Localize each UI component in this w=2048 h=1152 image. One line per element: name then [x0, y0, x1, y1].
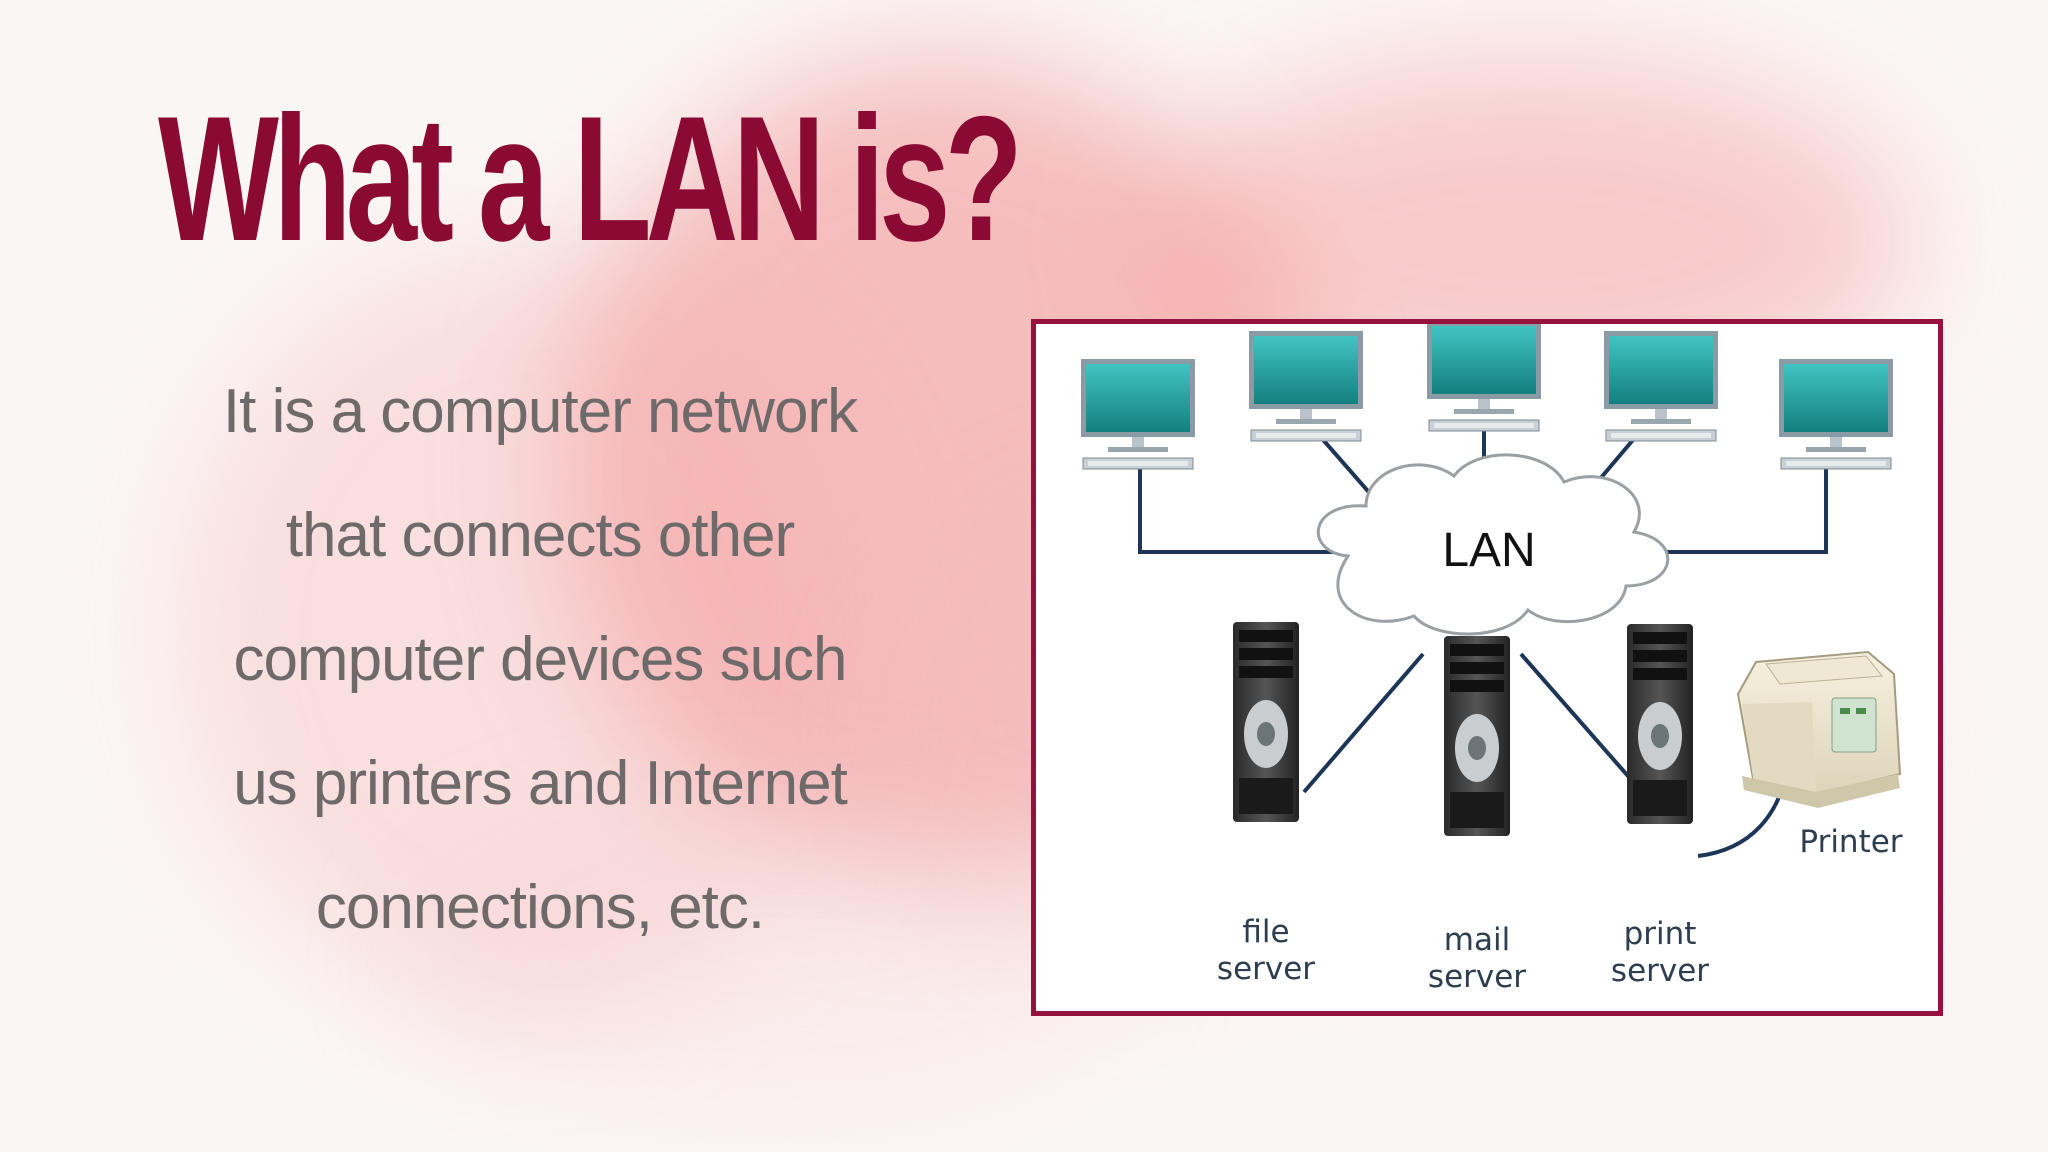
lan-cloud-icon	[1316, 453, 1670, 636]
workstation-icon	[1778, 358, 1894, 470]
server-label: server	[1611, 953, 1709, 989]
file-server-icon	[1233, 622, 1299, 822]
lan-diagram-frame: LAN file server mail server print server…	[1031, 319, 1943, 1016]
print-server-icon	[1627, 624, 1693, 824]
slide-title: What a LAN is?	[158, 79, 1023, 278]
body-line: connections, etc.	[315, 873, 765, 942]
body-line: computer devices such	[233, 625, 847, 694]
server-label: file	[1242, 914, 1289, 950]
body-line: It is a computer network	[222, 377, 858, 446]
body-line: that connects other	[285, 501, 795, 570]
server-label: server	[1428, 959, 1526, 995]
server-label: print	[1624, 916, 1697, 952]
server-label: mail	[1444, 922, 1510, 958]
mail-server-icon	[1444, 636, 1510, 836]
slide-body: It is a computer network that connects o…	[150, 350, 930, 970]
lan-diagram: LAN file server mail server print server…	[1080, 324, 1903, 995]
workstation-icon	[1603, 330, 1719, 442]
printer-icon	[1736, 650, 1902, 808]
workstation-icon	[1248, 330, 1364, 442]
lan-label: LAN	[1442, 524, 1535, 577]
printer-label: Printer	[1799, 824, 1902, 860]
workstation-icon	[1080, 358, 1196, 470]
server-label: server	[1217, 951, 1315, 987]
body-line: us printers and Internet	[233, 749, 848, 818]
workstation-icon	[1426, 324, 1542, 432]
